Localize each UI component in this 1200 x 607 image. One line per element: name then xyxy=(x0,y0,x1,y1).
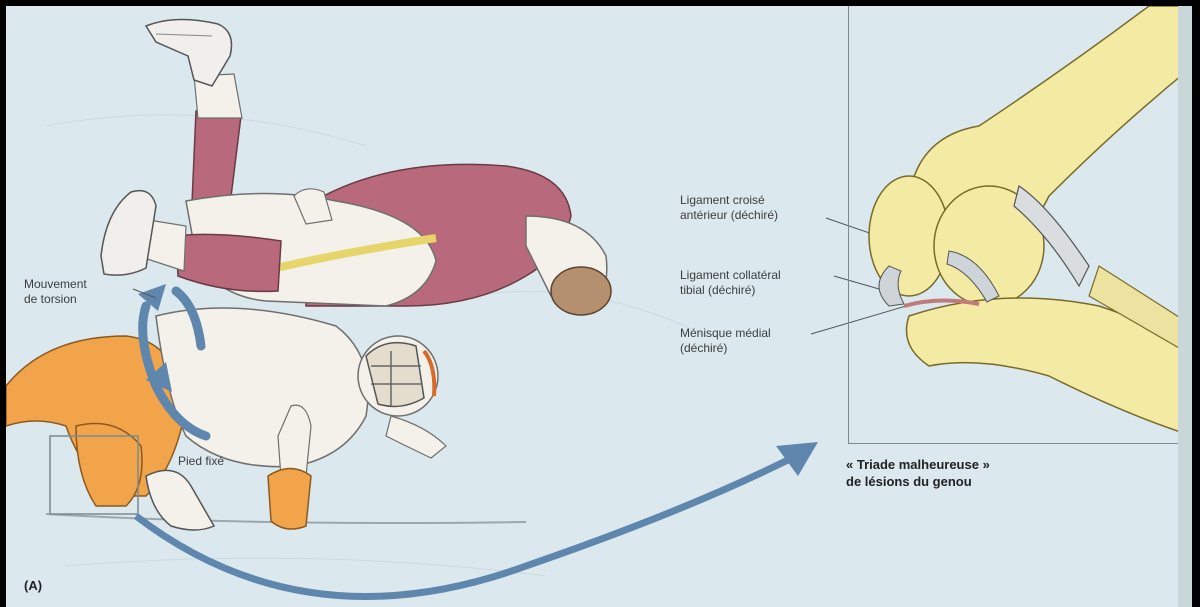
inset-caption: « Triade malheureuse » de lésions du gen… xyxy=(846,456,990,490)
label-torsion-movement: Mouvement de torsion xyxy=(24,277,87,307)
illustration-page: Mouvement de torsion Pied fixé Ligament … xyxy=(6,6,1192,607)
orange-team-player xyxy=(6,308,446,530)
page-edge-strip xyxy=(1178,6,1192,607)
zoom-arrow xyxy=(136,456,796,596)
label-mcl-torn: Ligament collatéral tibial (déchiré) xyxy=(680,268,781,298)
label-fixed-foot: Pied fixé xyxy=(178,454,224,469)
label-acl-torn: Ligament croisé antérieur (déchiré) xyxy=(680,193,778,223)
knee-joint-drawing xyxy=(849,6,1192,444)
knee-inset-panel xyxy=(848,6,1192,444)
red-jersey-player xyxy=(101,19,611,315)
panel-letter: (A) xyxy=(24,578,42,593)
label-medial-meniscus-torn: Ménisque médial (déchiré) xyxy=(680,326,771,356)
